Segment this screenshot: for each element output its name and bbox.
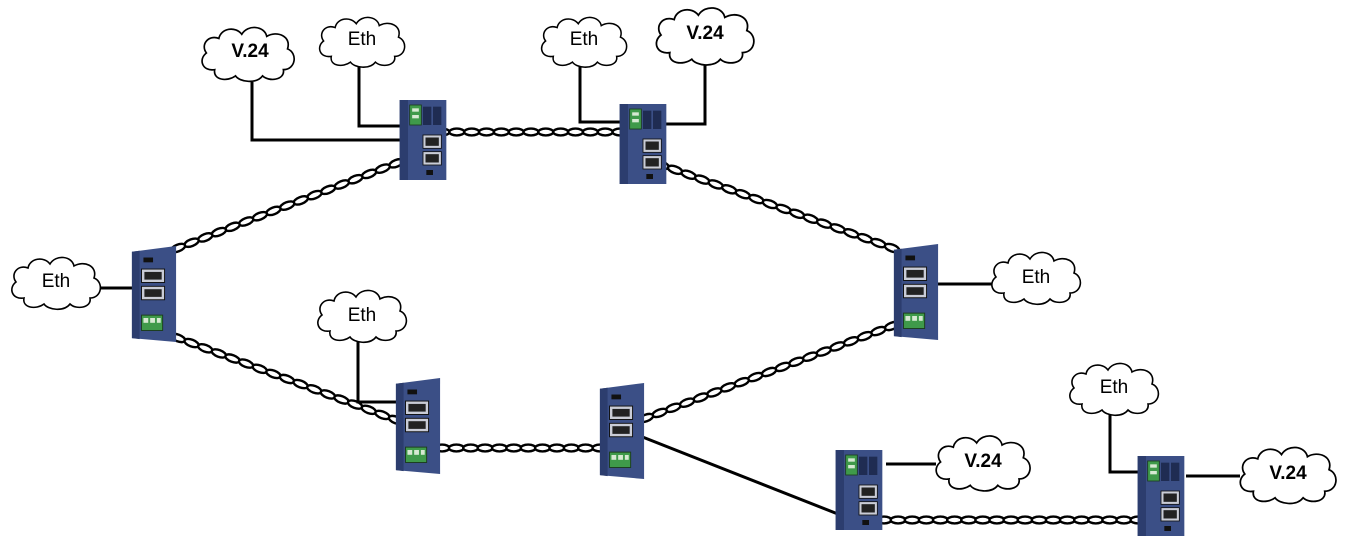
link-eth-middle bbox=[356, 336, 398, 404]
link-v24-top-right bbox=[662, 60, 707, 126]
cable-twist-segment bbox=[596, 127, 614, 137]
device-left bbox=[131, 245, 177, 343]
link-v24-top-left bbox=[250, 82, 400, 142]
cloud-eth-lower-right: Eth bbox=[1068, 362, 1160, 417]
cable-twist-segment bbox=[533, 443, 552, 453]
cable-twist-segment bbox=[537, 127, 555, 137]
link-bottom-to-lower bbox=[639, 434, 849, 520]
cloud-v24-lower: V.24 bbox=[935, 435, 1031, 492]
cable-twist-segment bbox=[988, 515, 1006, 525]
cable-twist-segment bbox=[576, 443, 595, 453]
cloud-eth-left: Eth bbox=[10, 256, 102, 311]
cable-twist-segment bbox=[960, 515, 978, 525]
cloud-v24-top-right: V.24 bbox=[655, 7, 755, 66]
cable-lower bbox=[875, 515, 1147, 525]
cloud-label: Eth bbox=[570, 29, 599, 50]
cable-twist-segment bbox=[519, 443, 537, 453]
cable-right-to-bottom bbox=[637, 320, 901, 424]
cable-twist-segment bbox=[974, 515, 992, 525]
device-lower bbox=[835, 449, 883, 531]
cable-twist-segment bbox=[552, 127, 570, 137]
cable-twist-segment bbox=[562, 443, 580, 453]
cable-twist-segment bbox=[1030, 515, 1048, 525]
cloud-label: Eth bbox=[1022, 267, 1051, 288]
cable-twist-segment bbox=[492, 127, 510, 137]
device-lower-right bbox=[1137, 455, 1185, 537]
link-eth-top-left bbox=[357, 66, 400, 128]
cable-twist-segment bbox=[447, 443, 466, 453]
cable-twist-segment bbox=[1002, 515, 1020, 525]
cloud-eth-middle: Eth bbox=[316, 289, 408, 344]
cloud-label: Eth bbox=[42, 271, 71, 292]
cloud-eth-top-left: Eth bbox=[318, 16, 406, 69]
cable-twist-segment bbox=[448, 127, 466, 137]
cable-twist-segment bbox=[1058, 515, 1077, 525]
cable-left-to-middle bbox=[169, 332, 405, 426]
cable-twist-segment bbox=[1086, 515, 1105, 525]
cable-twist-segment bbox=[1101, 515, 1119, 525]
cloud-label: Eth bbox=[348, 305, 377, 326]
device-bottom bbox=[599, 382, 645, 480]
cable-twist-segment bbox=[505, 443, 523, 453]
cable-twist-segment bbox=[476, 443, 494, 453]
cloud-label: Eth bbox=[1100, 377, 1129, 398]
cable-top bbox=[433, 127, 629, 137]
cable-twist-segment bbox=[945, 515, 964, 525]
cloud-label: V.24 bbox=[1269, 463, 1307, 484]
cable-twist-segment bbox=[507, 127, 525, 137]
cable-twist-segment bbox=[548, 443, 566, 453]
cloud-label: Eth bbox=[348, 29, 377, 50]
cable-twist-segment bbox=[566, 127, 585, 137]
cable-twist-segment bbox=[1072, 515, 1091, 525]
cable-twist-segment bbox=[1016, 515, 1034, 525]
cloud-v24-top-left: V.24 bbox=[201, 26, 296, 83]
cable-twist-segment bbox=[903, 515, 921, 525]
device-top-right bbox=[619, 103, 667, 185]
cable-twist-segment bbox=[581, 127, 599, 137]
link-eth-top-right bbox=[578, 64, 620, 124]
cable-twist-segment bbox=[463, 127, 481, 137]
device-top-left bbox=[399, 99, 447, 181]
cable-twist-segment bbox=[522, 127, 540, 137]
cable-twist-segment bbox=[889, 515, 907, 525]
cable-twist-segment bbox=[917, 515, 935, 525]
cloud-label: V.24 bbox=[231, 41, 269, 62]
cable-twist-segment bbox=[1044, 515, 1063, 525]
cable-twist-segment bbox=[1115, 515, 1133, 525]
cable-top-left-to-left bbox=[169, 152, 419, 254]
cloud-eth-right: Eth bbox=[990, 251, 1082, 306]
device-right bbox=[893, 243, 939, 341]
cable-twist-segment bbox=[462, 443, 480, 453]
cable-middle-to-bottom bbox=[433, 443, 609, 453]
cloud-label: V.24 bbox=[686, 23, 724, 44]
cloud-v24-lower-right: V.24 bbox=[1239, 446, 1337, 505]
link-eth-lower bbox=[1108, 408, 1144, 474]
cloud-label: V.24 bbox=[964, 451, 1002, 472]
device-middle bbox=[395, 377, 441, 475]
cable-twist-segment bbox=[490, 443, 509, 453]
cable-top-right-to-right bbox=[639, 154, 901, 254]
cable-twist-segment bbox=[477, 127, 496, 137]
cable-twist-segment bbox=[931, 515, 950, 525]
cloud-eth-top-right: Eth bbox=[540, 16, 628, 69]
